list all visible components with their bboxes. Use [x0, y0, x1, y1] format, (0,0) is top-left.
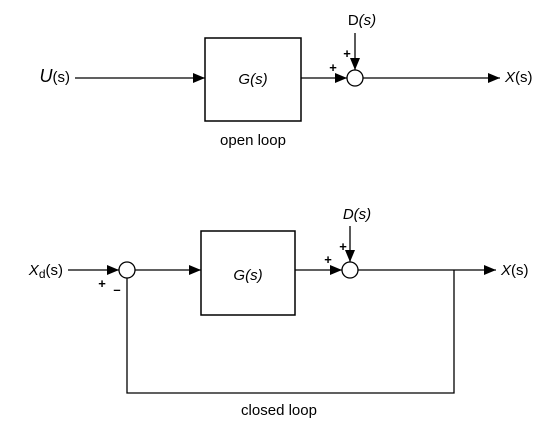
closed-loop-error-junction [118, 261, 136, 279]
closed-loop-input-symbol: X [28, 262, 40, 279]
closed-loop-error-sign-minus: – [113, 282, 120, 297]
open-loop-summing-junction [346, 69, 364, 87]
open-loop-output-symbol: X [504, 69, 516, 86]
closed-loop-plant-label: G(s) [233, 267, 262, 284]
closed-loop-disturbance-junction [341, 261, 359, 279]
open-loop-disturbance-arg: (s) [359, 12, 377, 29]
open-loop-plant-arg: (s) [250, 71, 268, 88]
open-loop-disturbance-symbol: D [348, 12, 359, 29]
closed-loop-error-sign-plus: + [98, 276, 106, 291]
open-loop-sum-sign-top: + [343, 46, 351, 61]
closed-loop-plant-symbol: G [233, 267, 245, 284]
open-loop-input-symbol: U [40, 66, 54, 86]
closed-loop-disturbance-sign-top: + [339, 239, 347, 254]
open-loop-output-label: X(s) [504, 69, 533, 86]
closed-loop-input-label: Xd(s) [28, 262, 63, 281]
open-loop-input-label: U(s) [40, 66, 71, 86]
closed-loop-diagram: Xd(s) + – G(s) + + D(s) X(s) [28, 206, 529, 419]
closed-loop-feedback-path [126, 270, 455, 394]
open-loop-plant-block [204, 37, 302, 122]
open-loop-input-arg: (s) [53, 69, 71, 86]
closed-loop-input-arg: (s) [46, 262, 64, 279]
closed-loop-output-label: X(s) [500, 262, 529, 279]
open-loop-plant-label: G(s) [238, 71, 267, 88]
open-loop-diagram: U(s) G(s) + + D(s) X(s) open loop [40, 12, 533, 149]
closed-loop-plant-block [200, 230, 296, 316]
closed-loop-output-symbol: X [500, 262, 512, 279]
closed-loop-caption: closed loop [241, 402, 317, 419]
closed-loop-disturbance-symbol: D [343, 206, 354, 223]
closed-loop-plant-arg: (s) [245, 267, 263, 284]
open-loop-output-arg: (s) [515, 69, 533, 86]
closed-loop-disturbance-sign-left: + [324, 252, 332, 267]
open-loop-sum-sign-left: + [329, 60, 337, 75]
open-loop-caption: open loop [220, 132, 286, 149]
closed-loop-input-subscript: d [39, 267, 46, 281]
closed-loop-disturbance-arg: (s) [354, 206, 372, 223]
open-loop-plant-symbol: G [238, 71, 250, 88]
closed-loop-output-arg: (s) [511, 262, 529, 279]
open-loop-disturbance-label: D(s) [348, 12, 376, 29]
closed-loop-disturbance-label: D(s) [343, 206, 371, 223]
